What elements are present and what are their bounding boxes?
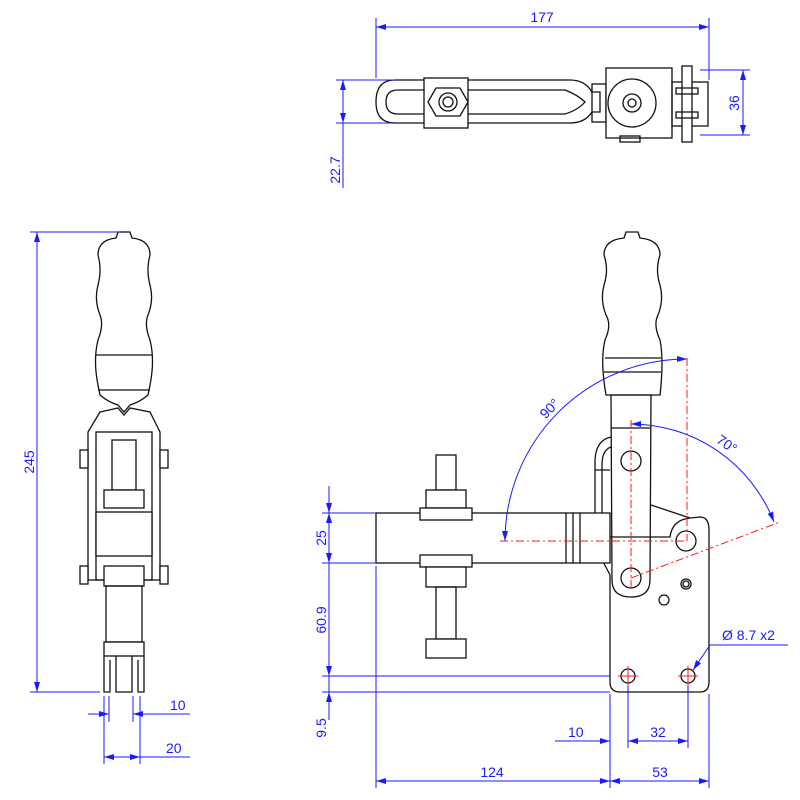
top-view: 177 36 22.7 xyxy=(327,9,750,188)
angle-70: 70° xyxy=(714,431,741,456)
dim-36: 36 xyxy=(726,95,742,111)
hole-callout: Ø 8.7 x2 xyxy=(722,627,775,643)
front-view: 90° 70° 25 60.9 9.5 10 32 124 53 Ø 8.7 x… xyxy=(313,231,788,788)
dim-245: 245 xyxy=(21,450,37,474)
angle-90: 90° xyxy=(536,395,562,421)
dim-53: 53 xyxy=(652,764,668,780)
dim-177: 177 xyxy=(530,9,554,25)
dim-9-5: 9.5 xyxy=(313,718,329,738)
side-view: 245 10 20 xyxy=(21,231,190,764)
dim-60-9: 60.9 xyxy=(313,606,329,633)
dim-10-jaw: 10 xyxy=(170,697,186,713)
dim-10-edge: 10 xyxy=(568,724,584,740)
dim-25: 25 xyxy=(313,530,329,546)
dim-20: 20 xyxy=(166,740,182,756)
dim-124: 124 xyxy=(480,764,504,780)
dim-22-7: 22.7 xyxy=(327,156,343,183)
dim-32: 32 xyxy=(650,724,666,740)
